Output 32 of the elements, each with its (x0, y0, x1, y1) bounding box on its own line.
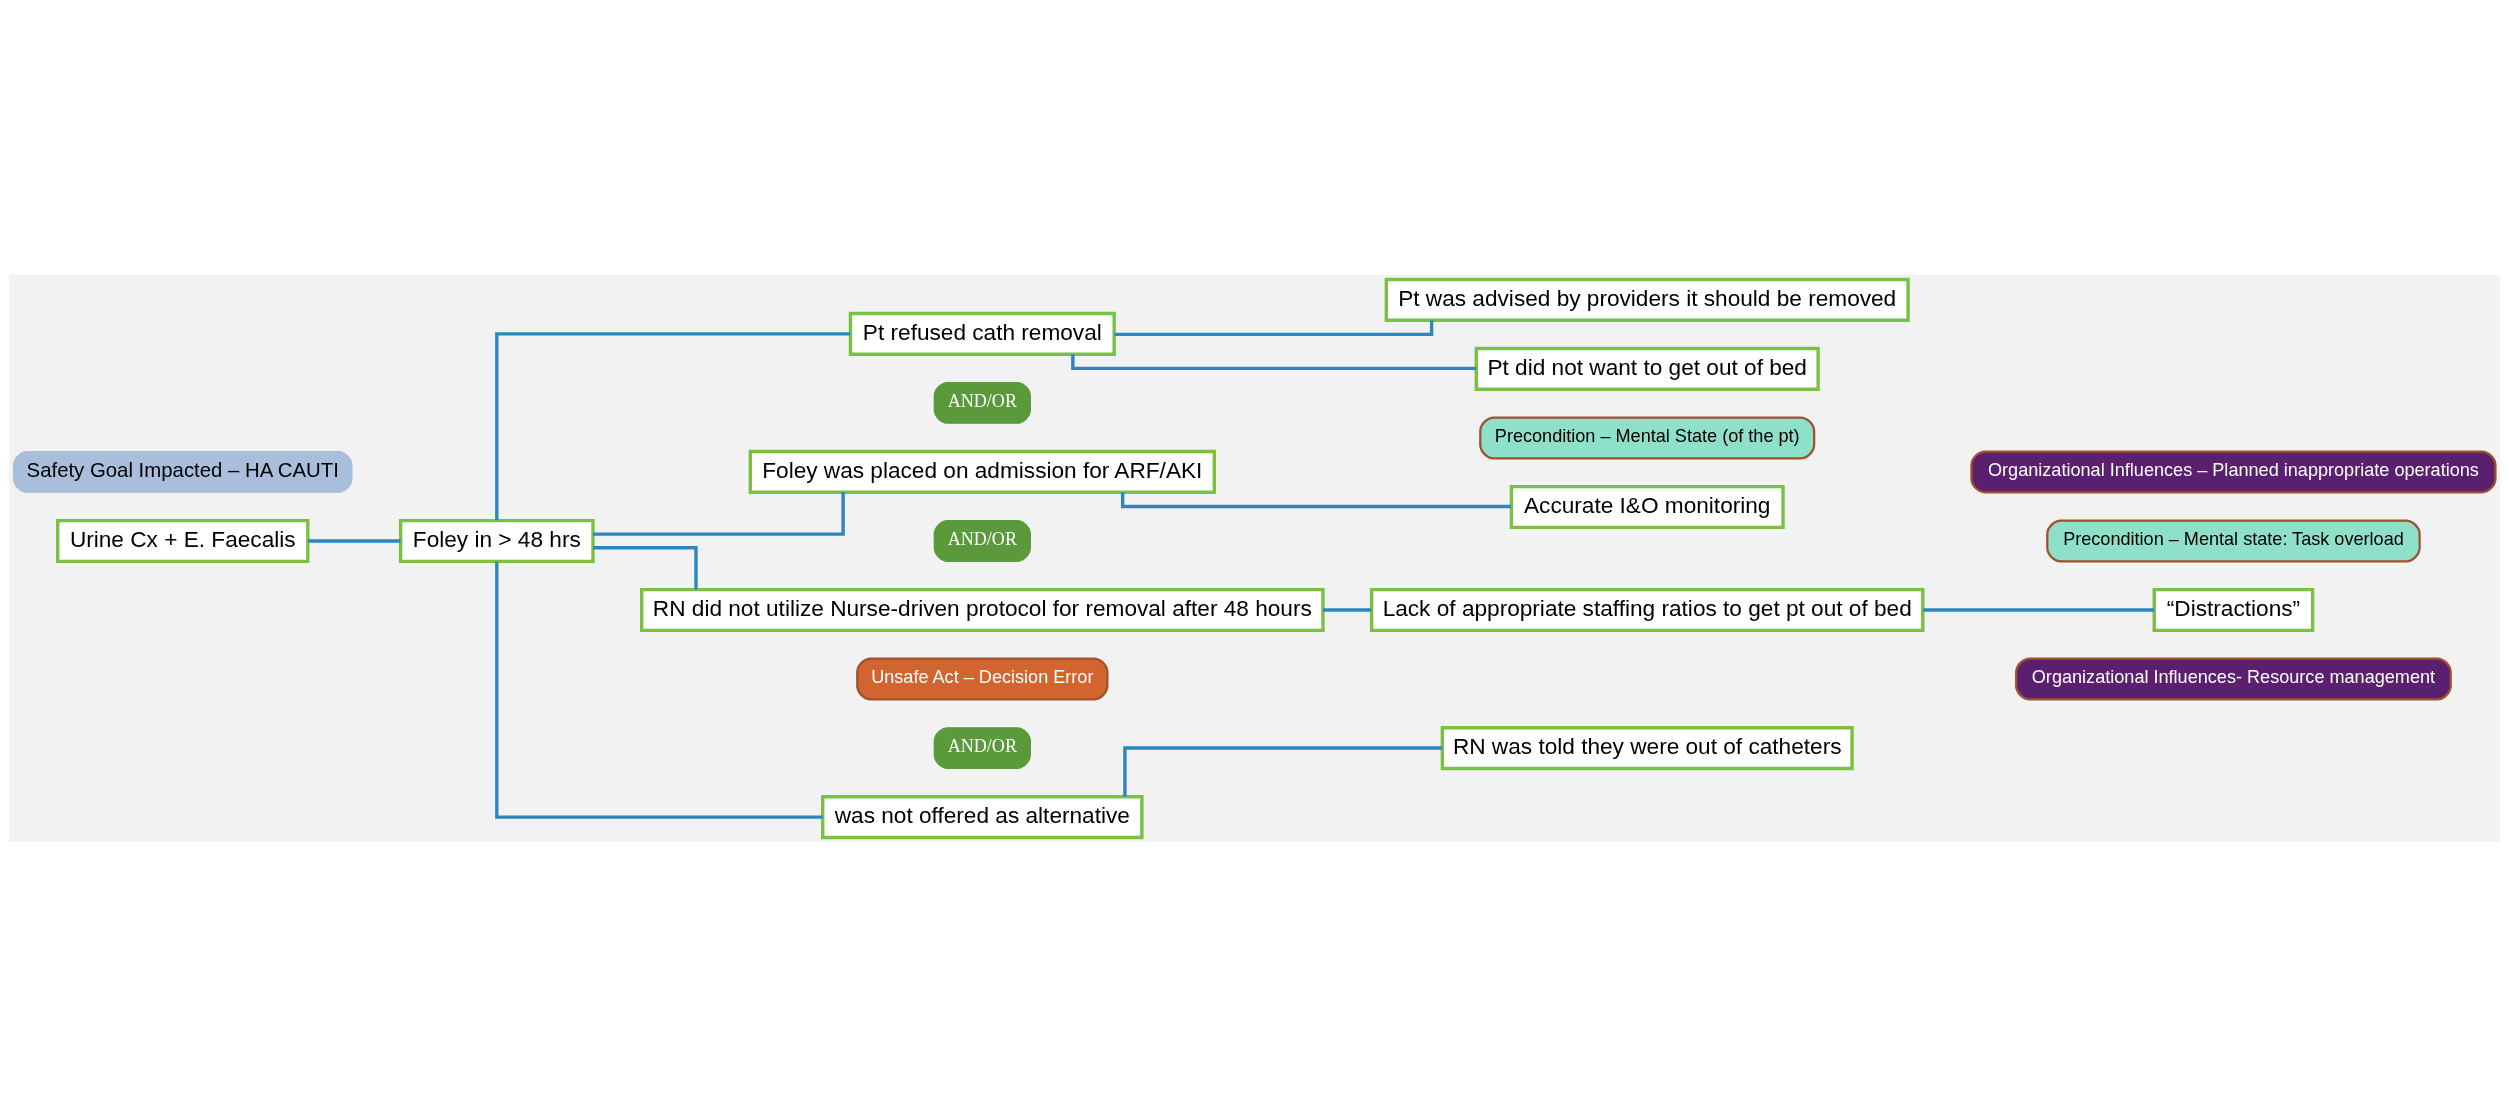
node-box: Precondition – Mental State (of the pt) (1479, 416, 1816, 460)
node-box: RN was told they were out of catheters (1440, 726, 1854, 771)
connector (1323, 608, 1372, 612)
node-box: Pt did not want to get out of bed (1474, 346, 1820, 391)
node-box: Safety Goal Impacted – HA CAUTI (13, 451, 353, 493)
node-box: Unsafe Act – Decision Error (856, 657, 1109, 701)
connector (308, 539, 401, 543)
node-box: Urine Cx + E. Faecalis (56, 518, 310, 564)
node-box: Accurate I&O monitoring (1509, 484, 1785, 530)
connector (495, 561, 823, 819)
node-box: RN did not utilize Nurse-driven protocol for removal after 48 hours (639, 587, 1325, 633)
connector (1071, 354, 1477, 371)
connector (1120, 492, 1512, 509)
connector (495, 332, 851, 521)
node-box: AND/OR (933, 381, 1031, 424)
node-box: AND/OR (933, 727, 1031, 769)
connector (593, 546, 698, 590)
node-box: Lack of appropriate staffing ratios to get pt out of bed (1369, 587, 1925, 633)
node-box: Pt was advised by providers it should be removed (1384, 277, 1910, 322)
node-box: Foley was placed on admission for ARF/AKI (748, 449, 1216, 494)
node-box: Organizational Influences- Resource management (2015, 657, 2452, 701)
node-box: AND/OR (933, 520, 1031, 562)
node-box: Foley in > 48 hrs (398, 518, 595, 564)
node-box: Pt refused cath removal (848, 311, 1116, 356)
connector (593, 492, 845, 536)
node-box: Precondition – Mental state: Task overload (2046, 519, 2421, 563)
node-box: “Distractions” (2152, 587, 2315, 633)
connector (1123, 746, 1443, 797)
connector (1923, 608, 2155, 612)
node-box: Organizational Influences – Planned inappropriate operations (1970, 450, 2497, 494)
node-box: was not offered as alternative (821, 795, 1144, 840)
connector (1114, 320, 1434, 337)
